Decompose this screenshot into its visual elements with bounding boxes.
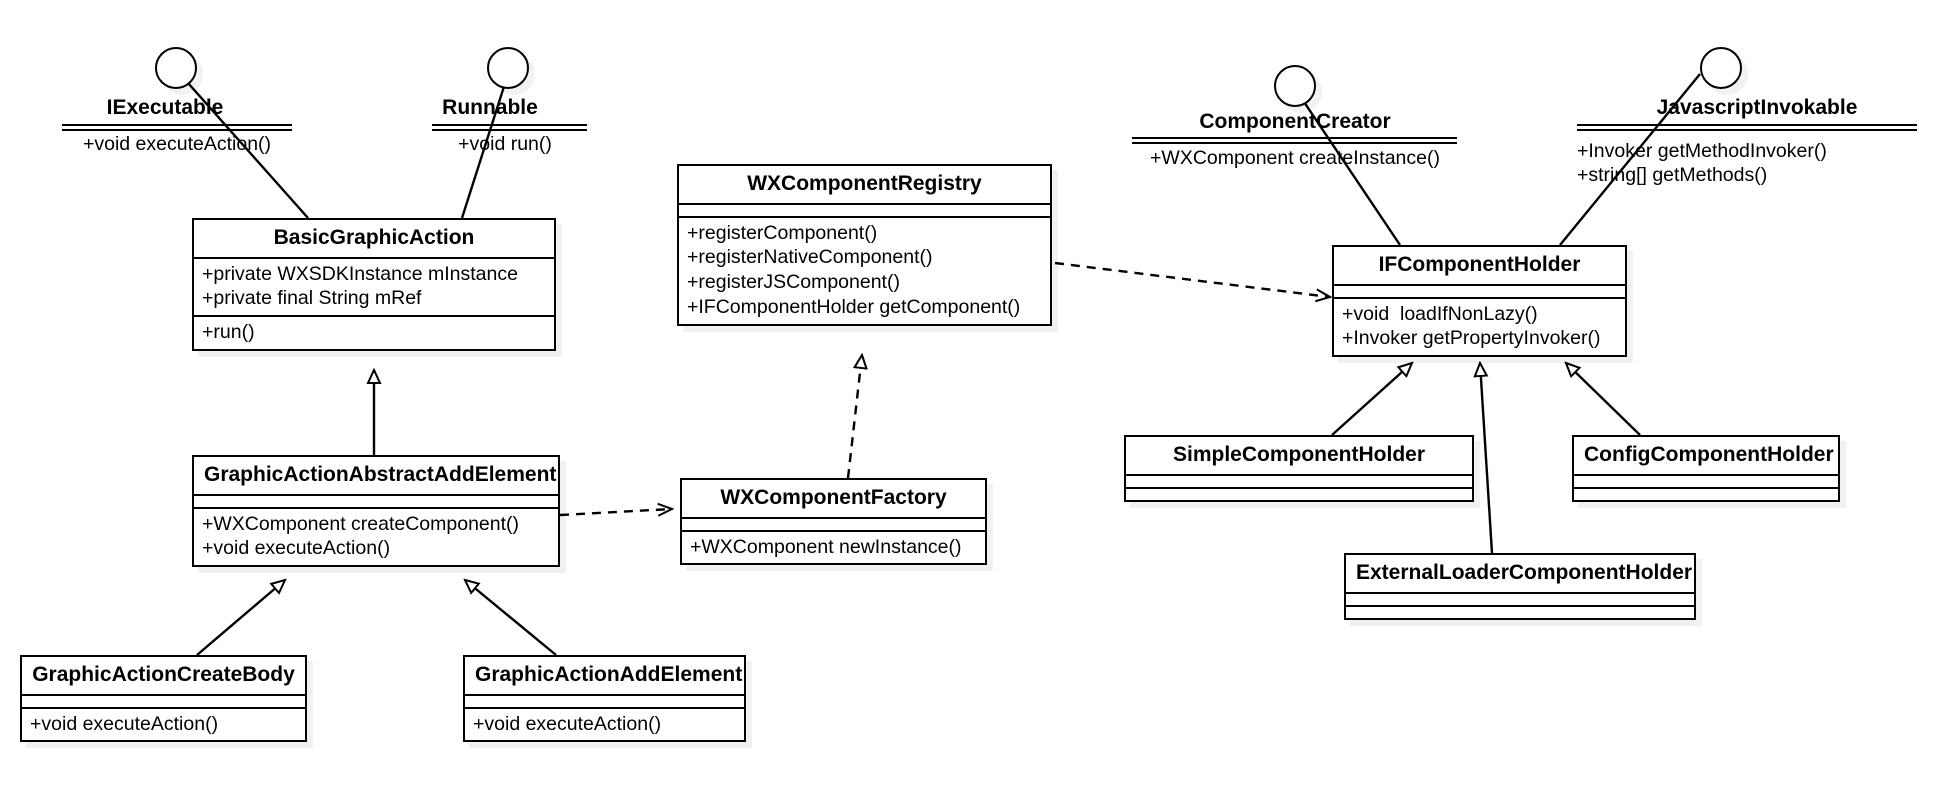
class-attributes (1346, 591, 1694, 605)
operation: +void run() (458, 133, 552, 155)
attribute: +private final String mRef (202, 287, 422, 310)
interface-operations-iexecutable: +void executeAction() (42, 133, 312, 157)
method: +registerComponent() (687, 221, 878, 244)
class-externalloadercomponentholder[interactable]: ExternalLoaderComponentHolder (1344, 553, 1696, 620)
class-title: SimpleComponentHolder (1172, 443, 1425, 466)
method: +registerNativeComponent() (687, 246, 933, 269)
method: +void executeAction() (30, 712, 219, 735)
edge-wxcomponentfactory-wxcomponentregistry (846, 355, 862, 479)
class-attributes (679, 202, 1050, 216)
class-methods: +registerComponent() +registerNativeComp… (679, 215, 1050, 325)
class-attributes (1126, 473, 1472, 487)
edge-simplecomponentholder-ifcomponentholder (1331, 363, 1412, 436)
class-title: WXComponentRegistry (747, 172, 982, 195)
class-methods (1574, 486, 1838, 500)
interface-operations-runnable: +void run() (400, 133, 610, 157)
edge-externalloadercomponentholder-ifcomponentholder (1480, 363, 1494, 554)
class-graphicactionaddelement[interactable]: GraphicActionAddElement +void executeAct… (463, 655, 746, 743)
interface-ball-icon (1274, 65, 1316, 107)
class-title: IFComponentHolder (1378, 253, 1581, 276)
class-attributes (682, 516, 985, 530)
class-ifcomponentholder[interactable]: IFComponentHolder +void loadIfNonLazy() … (1332, 245, 1627, 358)
class-attributes (22, 693, 305, 707)
method: +WXComponent createComponent() (202, 512, 520, 535)
interface-ball-icon (155, 47, 197, 89)
operation: +void executeAction() (82, 133, 272, 155)
interface-operations-componentcreator: +WXComponent createInstance() (1110, 147, 1480, 171)
operation: +Invoker getMethodInvoker() (1577, 140, 1827, 162)
class-title: GraphicActionAddElement (475, 663, 743, 686)
interface-ball-icon (1700, 47, 1742, 89)
interface-ball-icon (487, 47, 529, 89)
method: +WXComponent newInstance() (690, 535, 962, 558)
edge-graphicactionabstractaddelement-wxcomponentfactory (559, 509, 672, 515)
class-wxcomponentregistry[interactable]: WXComponentRegistry +registerComponent()… (677, 164, 1052, 327)
interface-name-iexecutable: IExecutable (106, 96, 224, 119)
interface-name-javascriptinvokable: JavascriptInvokable (1656, 96, 1858, 119)
method: +void executeAction() (202, 537, 391, 560)
class-methods (1346, 604, 1694, 618)
method: +IFComponentHolder getComponent() (687, 296, 1021, 319)
class-methods: +run() (194, 315, 554, 349)
operation: +WXComponent createInstance() (1150, 147, 1440, 169)
class-title: ExternalLoaderComponentHolder (1356, 561, 1693, 584)
class-methods: +void executeAction() (22, 706, 305, 741)
class-attributes (465, 693, 744, 707)
method: +run() (202, 321, 255, 344)
method: +void executeAction() (473, 712, 662, 735)
interface-rule (1577, 124, 1917, 131)
method: +Invoker getPropertyInvoker() (1342, 327, 1601, 350)
class-attributes (194, 493, 558, 507)
class-wxcomponentfactory[interactable]: WXComponentFactory +WXComponent newInsta… (680, 478, 987, 566)
class-methods: +void executeAction() (465, 706, 744, 741)
class-methods: +void loadIfNonLazy() +Invoker getProper… (1334, 296, 1625, 356)
class-title: ConfigComponentHolder (1584, 443, 1834, 466)
class-attributes (1574, 473, 1838, 487)
interface-rule (1132, 137, 1457, 144)
edge-graphicactioncreatebody-graphicactionabstractaddelement (196, 580, 285, 656)
class-methods: +WXComponent newInstance() (682, 529, 985, 564)
class-basicgraphicaction[interactable]: BasicGraphicAction +private WXSDKInstanc… (192, 218, 556, 352)
class-attributes (1334, 283, 1625, 297)
method: +registerJSComponent() (687, 271, 900, 294)
interface-name-componentcreator: ComponentCreator (1199, 110, 1391, 133)
class-graphicactioncreatebody[interactable]: GraphicActionCreateBody +void executeAct… (20, 655, 307, 743)
class-title: WXComponentFactory (720, 486, 947, 509)
class-graphicactionabstractaddelement[interactable]: GraphicActionAbstractAddElement +WXCompo… (192, 455, 560, 568)
class-methods: +WXComponent createComponent() +void exe… (194, 506, 558, 566)
class-title: BasicGraphicAction (273, 226, 475, 249)
attribute: +private WXSDKInstance mInstance (202, 262, 518, 285)
interface-rule (432, 124, 587, 131)
class-methods (1126, 486, 1472, 500)
class-simplecomponentholder[interactable]: SimpleComponentHolder (1124, 435, 1474, 502)
method: +void loadIfNonLazy() (1342, 302, 1538, 325)
class-configcomponentholder[interactable]: ConfigComponentHolder (1572, 435, 1840, 502)
edge-wxcomponentregistry-ifcomponentholder (1054, 261, 1330, 297)
edge-configcomponentholder-ifcomponentholder (1566, 363, 1641, 436)
class-title: GraphicActionAbstractAddElement (204, 463, 557, 486)
interface-rule (62, 124, 292, 131)
class-attributes: +private WXSDKInstance mInstance +privat… (194, 256, 554, 316)
interface-operations-javascriptinvokable: +Invoker getMethodInvoker() +string[] ge… (1577, 140, 1922, 188)
interface-name-runnable: Runnable (442, 96, 538, 119)
class-title: GraphicActionCreateBody (32, 663, 295, 686)
operation: +string[] getMethods() (1577, 163, 1768, 186)
edge-graphicactionaddelement-graphicactionabstractaddelement (465, 580, 557, 656)
